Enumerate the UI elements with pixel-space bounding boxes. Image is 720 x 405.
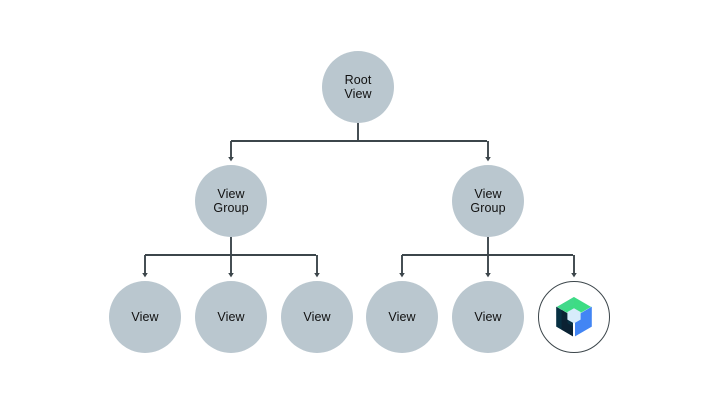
- node-view-2[interactable]: View: [195, 281, 267, 353]
- node-view-3-label: View: [303, 310, 331, 324]
- node-view-1-label: View: [131, 310, 159, 324]
- node-view-2-label: View: [217, 310, 245, 324]
- node-view-4-label: View: [388, 310, 416, 324]
- node-view-5-label: View: [474, 310, 502, 324]
- node-view-group-left[interactable]: View Group: [195, 165, 267, 237]
- node-view-group-right-label: View Group: [470, 187, 506, 215]
- node-view-4[interactable]: View: [366, 281, 438, 353]
- node-view-5[interactable]: View: [452, 281, 524, 353]
- node-view-1[interactable]: View: [109, 281, 181, 353]
- jetpack-compose-logo-icon: [553, 295, 595, 339]
- node-view-group-right[interactable]: View Group: [452, 165, 524, 237]
- node-view-3[interactable]: View: [281, 281, 353, 353]
- node-compose-interop[interactable]: [538, 281, 610, 353]
- node-view-group-left-label: View Group: [213, 187, 249, 215]
- node-root-view[interactable]: Root View: [322, 51, 394, 123]
- node-root-view-label: Root View: [344, 73, 372, 101]
